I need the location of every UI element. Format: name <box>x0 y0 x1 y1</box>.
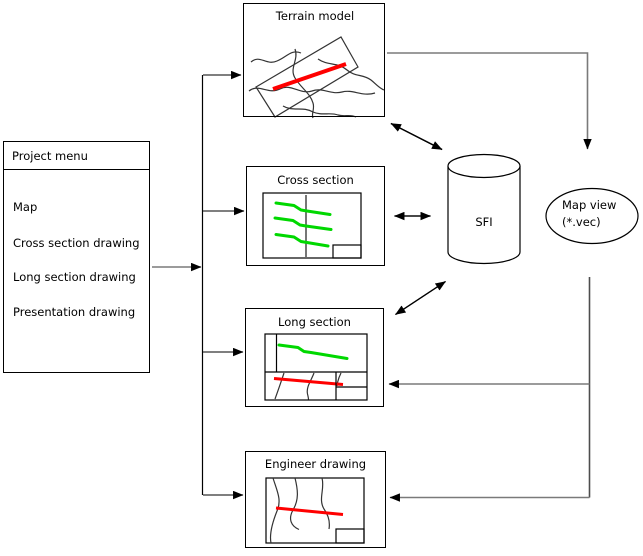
cross-section-title: Cross section <box>277 173 354 187</box>
arrow-long-section-sfi <box>395 280 446 316</box>
map-view-label: Map view (*.vec) <box>562 197 616 231</box>
map-view-ellipse <box>545 187 639 245</box>
menu-item-map: Map <box>13 200 38 214</box>
menu-item-long-section-drawing: Long section drawing <box>13 270 136 284</box>
sfi-cylinder <box>447 153 521 265</box>
engineer-drawing-sketch <box>265 477 365 544</box>
map-view-label-line2: (*.vec) <box>562 215 601 229</box>
long-section-sketch <box>264 333 368 401</box>
engineer-drawing-title: Engineer drawing <box>264 457 367 471</box>
terrain-model-sketch <box>248 36 385 119</box>
cross-section-sketch <box>262 192 362 259</box>
connector-terrain-to-map-view <box>387 52 592 150</box>
project-menu-title: Project menu <box>12 148 88 163</box>
menu-item-presentation-drawing: Presentation drawing <box>13 305 136 319</box>
sfi-label: SFI <box>475 215 493 229</box>
project-menu-box: Project menu Map Cross section drawing L… <box>3 141 150 373</box>
long-section-box <box>245 308 384 407</box>
long-section-title: Long section <box>278 315 351 329</box>
arrow-terrain-sfi <box>390 122 443 151</box>
cross-section-box <box>246 166 385 266</box>
terrain-model-title: Terrain model <box>275 9 355 23</box>
project-menu-header: Project menu <box>4 142 149 170</box>
terrain-model-box <box>243 3 385 117</box>
map-view-label-line1: Map view <box>562 198 617 212</box>
engineer-drawing-box <box>245 451 386 548</box>
menu-item-cross-section-drawing: Cross section drawing <box>13 236 140 250</box>
